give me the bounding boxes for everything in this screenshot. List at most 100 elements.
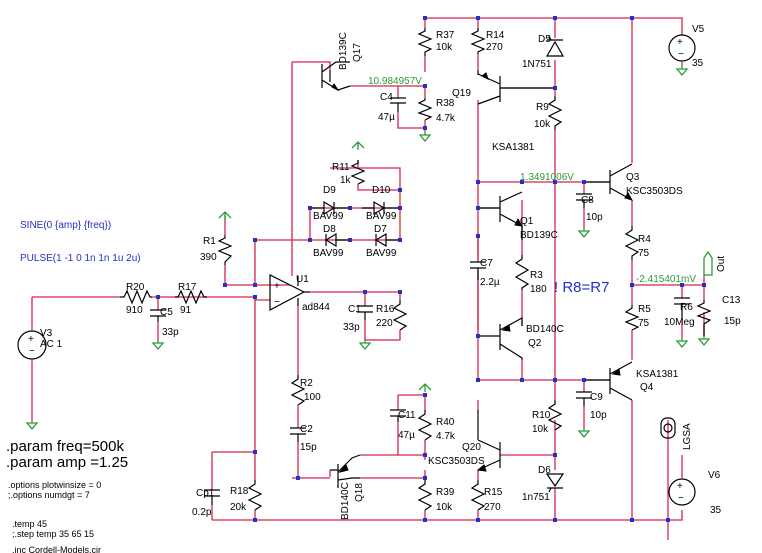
svg-text:910: 910 bbox=[126, 305, 143, 316]
svg-text:180: 180 bbox=[530, 284, 547, 295]
source-v6[interactable]: +− bbox=[668, 478, 696, 506]
source-pulse-spec[interactable]: PULSE(1 -1 0 1n 1n 1u 2u) bbox=[20, 253, 141, 264]
svg-text:270: 270 bbox=[484, 502, 501, 513]
label-net-out: Out bbox=[716, 256, 727, 272]
label-r15: R15 bbox=[484, 487, 503, 498]
directive-param-freq[interactable]: .param freq=500k bbox=[6, 438, 124, 455]
label-q20: Q20 bbox=[462, 442, 481, 453]
svg-text:35: 35 bbox=[692, 58, 704, 69]
label-r1: R1 bbox=[203, 236, 216, 247]
resistor-r9[interactable] bbox=[547, 96, 563, 130]
probe-voltage-q17: 10.984957V bbox=[368, 76, 422, 87]
svg-text:BAV99: BAV99 bbox=[366, 248, 397, 259]
label-q19: Q19 bbox=[452, 88, 471, 99]
label-q4: Q4 bbox=[640, 382, 654, 393]
directive-options-numdgt[interactable]: ;.options numdgt = 7 bbox=[8, 490, 90, 500]
resistor-r5[interactable] bbox=[624, 305, 640, 331]
transistor-q17[interactable] bbox=[321, 61, 351, 92]
label-r10: R10 bbox=[532, 410, 551, 421]
transistor-q2[interactable] bbox=[478, 316, 523, 360]
diode-d6[interactable] bbox=[545, 473, 565, 493]
resistor-r6[interactable] bbox=[696, 300, 712, 336]
directive-include[interactable]: .inc Cordell-Models.cir bbox=[12, 545, 101, 553]
svg-text:−: − bbox=[678, 493, 684, 504]
transistor-q1[interactable] bbox=[478, 191, 523, 240]
capacitor-c2[interactable] bbox=[290, 427, 306, 442]
source-v5[interactable]: +− bbox=[668, 34, 696, 62]
svg-text:10k: 10k bbox=[532, 424, 549, 435]
directive-step[interactable]: ;.step temp 35 65 15 bbox=[12, 529, 94, 539]
diode-d5[interactable] bbox=[545, 35, 565, 57]
label-v3: V3 bbox=[40, 328, 53, 339]
label-cp1: Cp1 bbox=[196, 488, 215, 499]
label-c7: C7 bbox=[480, 258, 493, 269]
svg-text:2.2µ: 2.2µ bbox=[480, 277, 500, 288]
svg-text:BAV99: BAV99 bbox=[313, 211, 344, 222]
diode-d10[interactable] bbox=[362, 200, 400, 216]
resistor-r15[interactable] bbox=[470, 480, 486, 511]
label-r11: R11 bbox=[332, 162, 350, 173]
net-flag-out[interactable] bbox=[703, 250, 713, 276]
capacitor-c7[interactable] bbox=[470, 261, 486, 280]
resistor-r3[interactable] bbox=[514, 255, 530, 290]
directive-temp[interactable]: .temp 45 bbox=[12, 519, 47, 529]
label-q3: Q3 bbox=[626, 172, 640, 183]
resistor-r38[interactable] bbox=[417, 98, 433, 121]
resistor-r17[interactable] bbox=[175, 289, 207, 305]
resistor-r37[interactable] bbox=[417, 28, 433, 56]
source-sine-spec[interactable]: SINE(0 {amp} {freq}) bbox=[20, 220, 111, 231]
capacitor-c13[interactable] bbox=[674, 297, 690, 318]
source-v3[interactable]: +− bbox=[17, 330, 47, 360]
svg-text:35: 35 bbox=[710, 505, 722, 516]
capacitor-c9[interactable] bbox=[576, 391, 592, 406]
capacitor-c5[interactable] bbox=[150, 309, 166, 322]
transistor-q3[interactable] bbox=[584, 163, 634, 201]
diode-d7[interactable] bbox=[374, 232, 400, 248]
label-d7: D7 bbox=[374, 224, 387, 235]
svg-text:10p: 10p bbox=[586, 212, 603, 223]
resistor-r39[interactable] bbox=[417, 480, 433, 511]
svg-text:220: 220 bbox=[376, 318, 393, 329]
resistor-r16[interactable] bbox=[392, 300, 408, 331]
resistor-r10[interactable] bbox=[547, 400, 563, 431]
resistor-r18[interactable] bbox=[247, 480, 263, 511]
diode-d8[interactable] bbox=[324, 232, 350, 248]
svg-text:270: 270 bbox=[486, 42, 503, 53]
resistor-r40[interactable] bbox=[417, 410, 433, 441]
label-r39: R39 bbox=[436, 487, 455, 498]
transistor-q4[interactable] bbox=[584, 361, 633, 401]
diode-d9[interactable] bbox=[310, 200, 350, 216]
resistor-r14[interactable] bbox=[470, 28, 486, 54]
transistor-q18[interactable] bbox=[330, 454, 361, 488]
directive-options-plotwinsize[interactable]: .options plotwinsize = 0 bbox=[8, 480, 101, 490]
capacitor-cp1[interactable] bbox=[204, 489, 220, 505]
resistor-r1[interactable] bbox=[217, 235, 233, 265]
svg-text:+: + bbox=[274, 281, 280, 292]
component-labels: R37 10k R14 270 D5 1N751 V5 35 BD139C Q1… bbox=[40, 24, 741, 520]
capacitor-c8[interactable] bbox=[576, 193, 592, 208]
svg-text:1N751: 1N751 bbox=[522, 59, 552, 70]
svg-text:10Meg: 10Meg bbox=[664, 317, 695, 328]
transistor-q19[interactable] bbox=[477, 70, 555, 105]
transistor-q20[interactable] bbox=[476, 410, 501, 472]
svg-text:15p: 15p bbox=[300, 442, 317, 453]
capacitor-c1[interactable] bbox=[357, 305, 373, 320]
component-lgsa[interactable] bbox=[660, 417, 676, 439]
capacitor-c4[interactable] bbox=[390, 97, 406, 112]
svg-text:BAV99: BAV99 bbox=[313, 248, 344, 259]
svg-text:0.2p: 0.2p bbox=[192, 507, 212, 518]
capacitor-c11[interactable] bbox=[390, 409, 406, 422]
resistor-r11[interactable] bbox=[350, 160, 366, 185]
svg-text:1n751: 1n751 bbox=[522, 492, 550, 503]
svg-text:10k: 10k bbox=[534, 119, 551, 130]
resistor-r20[interactable] bbox=[120, 289, 152, 305]
resistor-r2[interactable] bbox=[290, 375, 306, 406]
label-q2: Q2 bbox=[528, 338, 542, 349]
opamp-u1[interactable]: + − bbox=[269, 274, 310, 311]
annotation-r8-r7: ! R8=R7 bbox=[554, 279, 609, 296]
svg-text:20k: 20k bbox=[230, 502, 247, 513]
resistor-r4[interactable] bbox=[624, 226, 640, 260]
label-c1: C1 bbox=[348, 304, 361, 315]
directive-param-amp[interactable]: .param amp =1.25 bbox=[6, 454, 128, 471]
